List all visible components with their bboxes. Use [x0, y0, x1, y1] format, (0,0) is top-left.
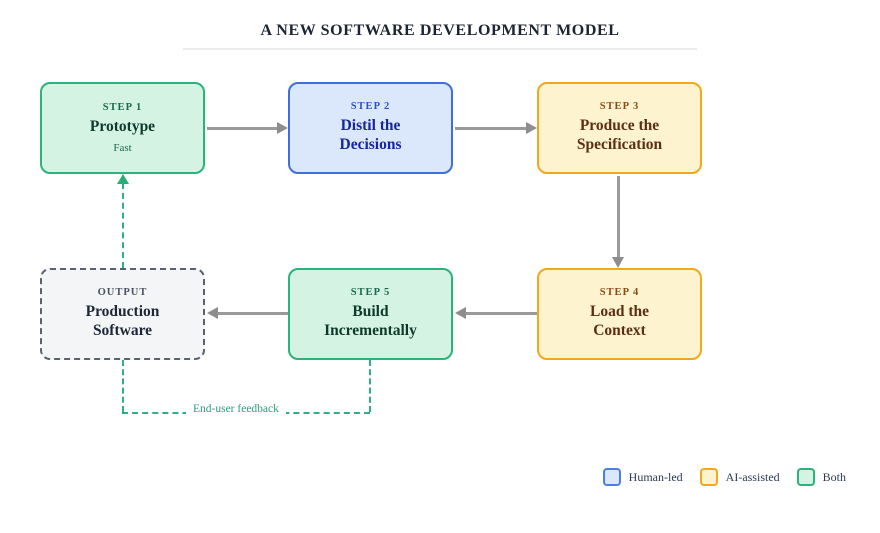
diagram-title: A NEW SOFTWARE DEVELOPMENT MODEL — [260, 22, 620, 39]
step-label: STEP 4 — [599, 287, 640, 299]
step-label: STEP 3 — [599, 101, 640, 113]
node-step1-prototype: STEP 1 Prototype Fast — [40, 82, 205, 174]
node-step5-build-incrementally: STEP 5 Build Incrementally — [288, 268, 453, 360]
step-label: STEP 2 — [350, 101, 391, 113]
node-title: Production Software — [85, 303, 160, 339]
legend: Human-led AI-assisted Both — [602, 468, 846, 486]
node-title: Produce the Specification — [576, 117, 663, 153]
step-label: STEP 5 — [350, 287, 391, 299]
human-led-swatch-icon — [602, 468, 621, 486]
node-output-production-software: OUTPUT Production Software — [40, 268, 205, 360]
title-divider — [183, 48, 697, 50]
legend-label: AI-assisted — [725, 469, 780, 484]
node-step3-produce-specification: STEP 3 Produce the Specification — [537, 82, 702, 174]
node-step2-distil-decisions: STEP 2 Distil the Decisions — [288, 82, 453, 174]
node-title: Prototype — [89, 118, 156, 136]
node-title: Load the Context — [590, 303, 649, 339]
node-title: Build Incrementally — [324, 303, 417, 339]
both-swatch-icon — [796, 468, 815, 486]
step-label: OUTPUT — [97, 287, 148, 299]
feedback-label: End-user feedback — [186, 403, 286, 415]
ai-assisted-swatch-icon — [699, 468, 718, 486]
step-label: STEP 1 — [102, 102, 143, 114]
node-subtitle: Fast — [113, 141, 132, 154]
legend-item-both: Both — [796, 468, 846, 486]
legend-label: Human-led — [628, 469, 683, 484]
legend-item-ai-assisted: AI-assisted — [699, 468, 780, 486]
legend-item-human-led: Human-led — [602, 468, 683, 486]
node-step4-load-context: STEP 4 Load the Context — [537, 268, 702, 360]
node-title: Distil the Decisions — [339, 117, 402, 153]
legend-label: Both — [822, 469, 846, 484]
